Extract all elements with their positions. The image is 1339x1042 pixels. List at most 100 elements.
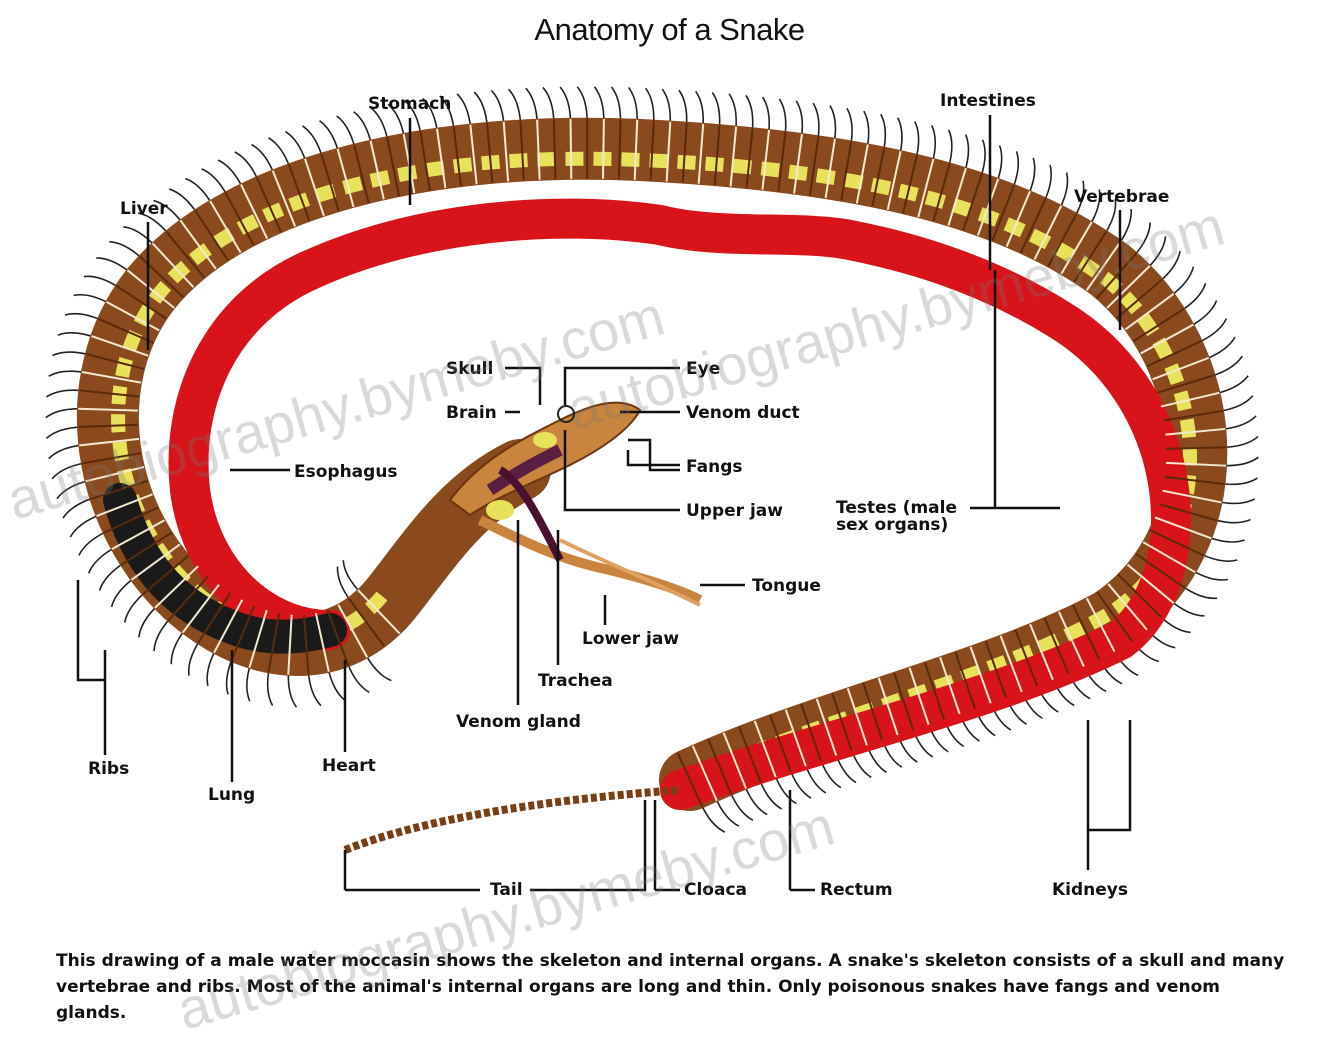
rib [1198, 319, 1226, 343]
tail-bone [345, 790, 680, 850]
rib [46, 427, 82, 438]
rib [847, 108, 852, 145]
rib [543, 87, 554, 123]
rib [830, 106, 835, 143]
rib [70, 515, 100, 537]
rib [268, 668, 273, 705]
rib [347, 662, 369, 692]
rib [491, 90, 504, 125]
rib [997, 145, 1002, 182]
rib [1181, 283, 1206, 311]
label-tongue: Tongue [752, 577, 821, 595]
rib [65, 314, 102, 321]
diagram-title: Anatomy of a Snake [0, 12, 1339, 48]
rib [169, 189, 197, 214]
diagram-caption: This drawing of a male water moccasin sh… [56, 948, 1296, 1026]
rib [1147, 236, 1166, 268]
rib [949, 130, 952, 167]
rib [746, 95, 753, 132]
rib [207, 649, 216, 685]
rib [1171, 600, 1205, 615]
rib [343, 560, 361, 593]
rib [881, 114, 886, 151]
rib [1028, 158, 1034, 195]
rib [125, 592, 146, 623]
head-skull [450, 403, 700, 605]
rib [712, 92, 719, 129]
rib [629, 87, 638, 123]
rib [49, 445, 84, 459]
rib [1222, 437, 1258, 448]
rib [171, 629, 185, 664]
rib [1044, 165, 1051, 202]
rib [247, 664, 251, 701]
label-brain: Brain [446, 404, 497, 422]
rib [302, 126, 322, 158]
vertebra-segment [603, 119, 604, 179]
vertebra-segment [571, 119, 572, 179]
label-kidneys: Kidneys [1052, 881, 1128, 899]
label-venom-gland: Venom gland [456, 713, 581, 731]
label-cloaca: Cloaca [684, 881, 747, 899]
rib [679, 90, 687, 127]
label-lung: Lung [208, 786, 255, 804]
rib [1200, 554, 1237, 561]
label-fangs: Fangs [686, 458, 742, 476]
rib [915, 121, 919, 158]
rib [594, 87, 603, 123]
rib [1219, 396, 1253, 412]
rib [218, 160, 243, 188]
rib [1221, 416, 1256, 429]
rib [932, 125, 935, 162]
rib [560, 87, 570, 123]
rib [526, 88, 537, 124]
label-heart: Heart [322, 757, 376, 775]
rib [285, 132, 306, 163]
rib [813, 103, 819, 140]
label-lower-jaw: Lower jaw [582, 630, 679, 648]
rib [112, 578, 135, 607]
rib [696, 91, 704, 128]
rib [268, 138, 290, 168]
rib [84, 276, 120, 288]
rib [328, 668, 346, 701]
rib [729, 94, 736, 131]
rib [1182, 586, 1217, 599]
rib [646, 88, 654, 124]
label-venom-duct: Venom duct [686, 404, 800, 422]
rib [796, 101, 802, 138]
rib [46, 409, 82, 418]
rib [252, 145, 275, 175]
label-tail: Tail [490, 881, 523, 899]
rib [1190, 301, 1217, 327]
vertebra-segment [1166, 447, 1226, 448]
label-liver: Liver [120, 200, 168, 218]
rib [354, 112, 372, 145]
rib [779, 99, 785, 136]
rib [123, 227, 155, 247]
rib [864, 111, 869, 148]
rib [662, 89, 670, 126]
rib [52, 463, 86, 479]
label-intestines: Intestines [940, 92, 1036, 110]
rib [74, 295, 110, 304]
rib [185, 179, 212, 205]
rib [1192, 570, 1228, 580]
rib [139, 605, 158, 637]
label-eye: Eye [686, 360, 720, 378]
rib [1134, 223, 1150, 257]
rib [577, 87, 587, 123]
rib [981, 140, 985, 177]
label-esophagus: Esophagus [294, 463, 398, 481]
rib [611, 87, 620, 123]
label-skull: Skull [446, 360, 493, 378]
rib [337, 567, 350, 602]
rib [79, 531, 107, 555]
rib [1159, 251, 1180, 282]
rib [365, 654, 391, 681]
rib [1205, 337, 1235, 359]
rib [63, 498, 94, 518]
rib [457, 94, 471, 129]
